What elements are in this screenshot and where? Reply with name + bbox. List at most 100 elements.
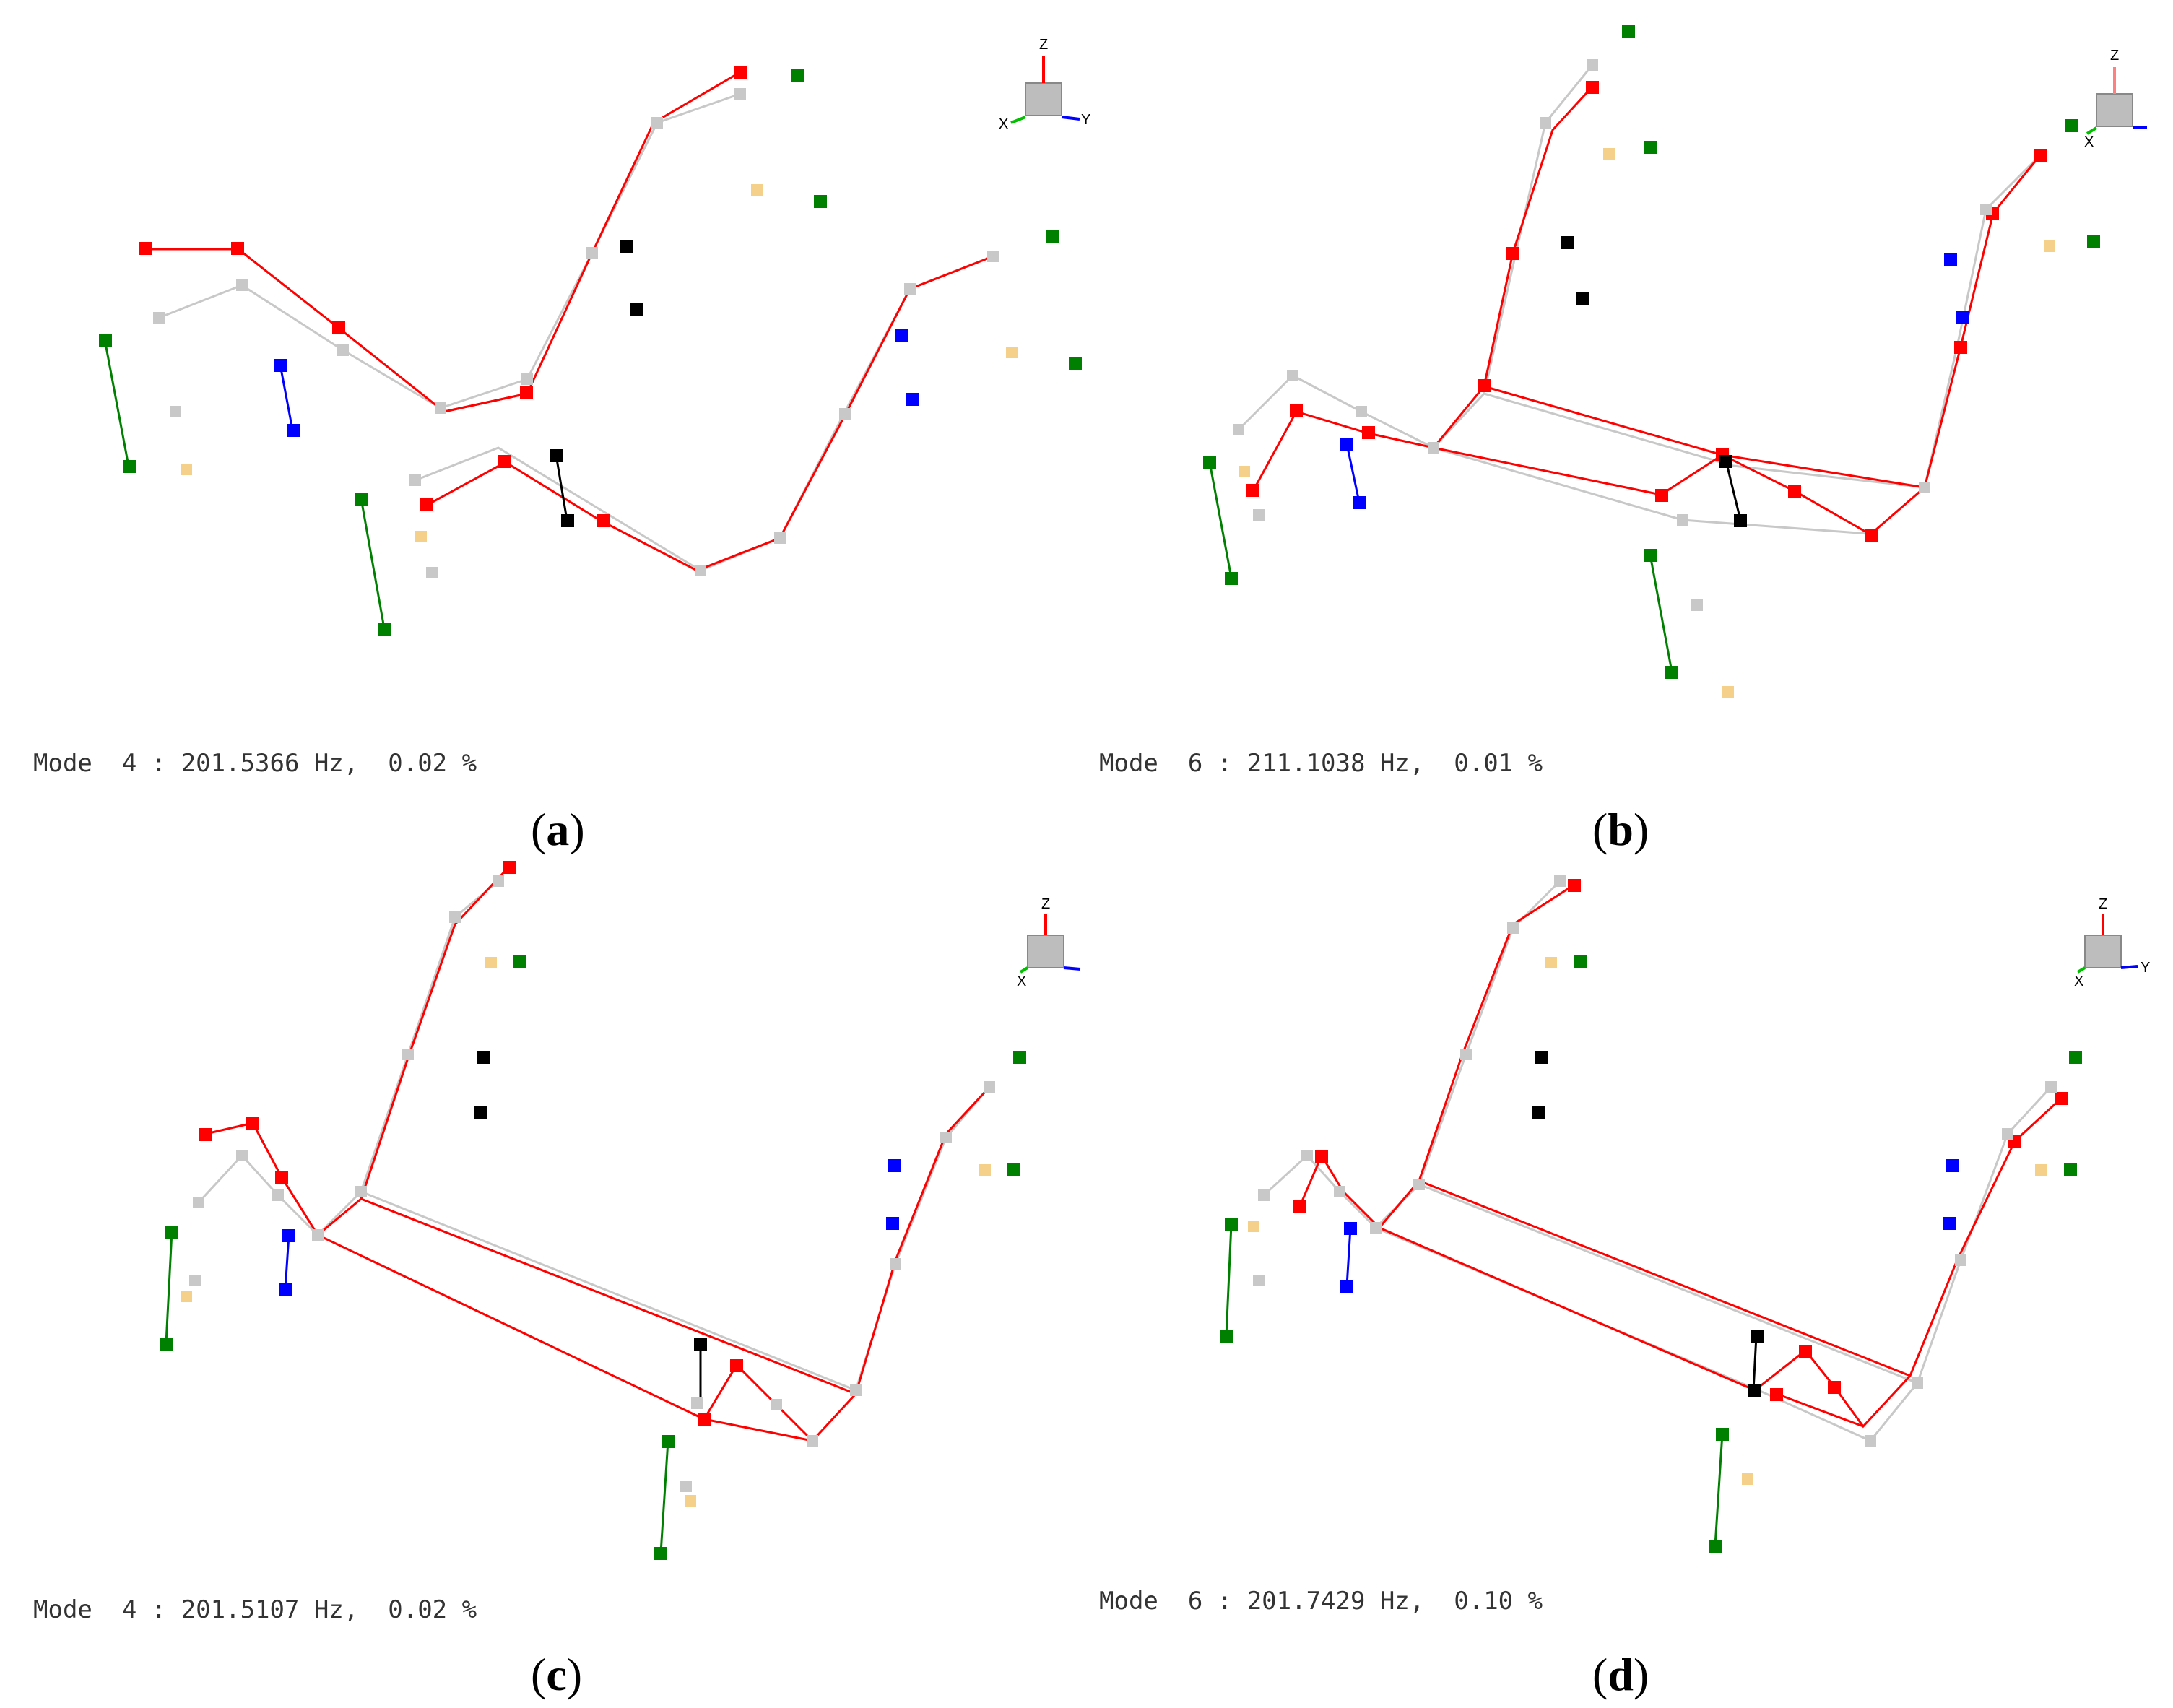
deformed-node <box>1290 404 1303 417</box>
undeformed-node <box>402 1049 414 1060</box>
undeformed-node <box>1258 1189 1270 1201</box>
spring-support-line <box>1345 443 1361 503</box>
undeformed-node <box>984 1081 995 1093</box>
support-node <box>1225 572 1238 585</box>
blue-support-node <box>279 1283 292 1296</box>
sensor-node <box>2044 240 2055 252</box>
deformed-pipe-line <box>1433 446 1925 536</box>
blue-support-node <box>274 359 287 372</box>
blue-support-node <box>888 1159 901 1172</box>
mass-node <box>1561 236 1574 249</box>
mode-caption-d: Mode 6 : 201.7429 Hz, 0.10 % <box>1099 1587 1543 1616</box>
blue-support-node <box>1344 1222 1357 1235</box>
undeformed-node <box>426 567 438 578</box>
nodes-c <box>160 861 1026 1560</box>
deformed-pipe-line <box>317 1234 857 1443</box>
triad-x-label: X <box>999 116 1008 132</box>
triad-x-axis <box>1019 966 1029 974</box>
support-links-c <box>165 1231 702 1553</box>
spring-support-line <box>284 1234 290 1290</box>
undeformed-node <box>521 373 533 385</box>
undeformed-node <box>987 251 999 262</box>
undeformed-node <box>1507 922 1519 934</box>
support-node <box>662 1435 675 1448</box>
mass-node <box>550 449 563 462</box>
wireframe-deformed-b <box>1252 85 2042 536</box>
deformed-pipe-line <box>1379 1226 1912 1429</box>
undeformed-pipe-line <box>360 1086 991 1392</box>
support-node <box>1225 1218 1238 1231</box>
support-node <box>1007 1163 1020 1176</box>
spring-support-line <box>1208 461 1233 578</box>
triad-y-axis <box>1061 116 1080 121</box>
undeformed-node <box>1233 424 1244 435</box>
undeformed-pipe-line <box>197 880 499 1237</box>
deformed-node <box>730 1359 743 1372</box>
deformed-node <box>1586 81 1599 94</box>
deformed-pipe-line <box>425 255 994 572</box>
support-node <box>2087 235 2100 248</box>
triad-y-label: Y <box>1081 112 1090 128</box>
mass-node <box>1719 455 1732 468</box>
support-node <box>1665 666 1678 679</box>
triad-y-axis <box>1063 966 1081 971</box>
undeformed-node <box>1253 509 1265 521</box>
spring-support-line <box>1649 554 1673 672</box>
sensor-node <box>1006 347 1018 358</box>
panel-label-b: (b) <box>1592 804 1649 855</box>
undeformed-node <box>1980 204 1992 215</box>
undeformed-pipe-line <box>1237 64 1594 449</box>
deformed-node <box>1828 1381 1841 1394</box>
triad-x-label: X <box>2074 974 2083 989</box>
undeformed-node <box>807 1435 818 1447</box>
deformed-node <box>503 861 516 874</box>
wireframe-undeformed-d <box>1262 880 2052 1442</box>
triad-z-label: Z <box>2110 48 2119 64</box>
undeformed-node <box>1912 1377 1923 1389</box>
mass-node <box>1751 1330 1764 1343</box>
triad-cube-icon <box>2084 935 2122 968</box>
undeformed-node <box>170 406 181 417</box>
blue-support-node <box>1340 1280 1353 1293</box>
axis-triad-icon: Z Y X <box>2074 896 2150 989</box>
deformed-node <box>1655 489 1668 502</box>
support-node <box>1622 25 1635 38</box>
support-node <box>1203 456 1216 469</box>
undeformed-pipe-line <box>1418 1085 2052 1384</box>
support-node <box>1644 549 1657 562</box>
nodes-d <box>1220 875 2082 1553</box>
deformed-pipe-line <box>360 1082 994 1395</box>
blue-support-node <box>1946 1159 1959 1172</box>
undeformed-node <box>355 1186 367 1197</box>
deformed-node <box>520 386 533 399</box>
blue-support-node <box>287 424 300 437</box>
panel-letter-d: d <box>1608 1649 1634 1700</box>
mode-caption-c: Mode 4 : 201.5107 Hz, 0.02 % <box>33 1595 477 1624</box>
sensor-node <box>485 957 497 968</box>
wireframe-undeformed-b <box>1237 64 2042 536</box>
undeformed-node <box>1587 59 1598 71</box>
triad-y-label: Y <box>2141 960 2150 976</box>
undeformed-node <box>1428 442 1439 454</box>
deformed-node <box>1568 879 1581 892</box>
mass-node <box>694 1338 707 1351</box>
mass-node <box>1535 1051 1548 1064</box>
sensor-node <box>415 531 427 542</box>
undeformed-node <box>1287 370 1298 381</box>
undeformed-node <box>1691 599 1703 611</box>
undeformed-node <box>651 117 663 129</box>
wireframe-deformed-c <box>205 865 994 1443</box>
blue-support-node <box>1340 438 1353 451</box>
mass-link-line <box>1752 1335 1758 1391</box>
mode-caption-b: Mode 6 : 211.1038 Hz, 0.01 % <box>1099 749 1543 778</box>
undeformed-node <box>493 875 504 887</box>
undeformed-node <box>409 474 421 486</box>
sensor-node <box>1742 1473 1753 1485</box>
deformed-node <box>275 1171 288 1184</box>
support-links-d <box>1225 1223 1758 1546</box>
undeformed-pipe-line <box>415 255 994 572</box>
deformed-node <box>199 1128 212 1141</box>
support-node <box>513 955 526 968</box>
support-node <box>99 334 112 347</box>
support-node <box>160 1338 173 1351</box>
